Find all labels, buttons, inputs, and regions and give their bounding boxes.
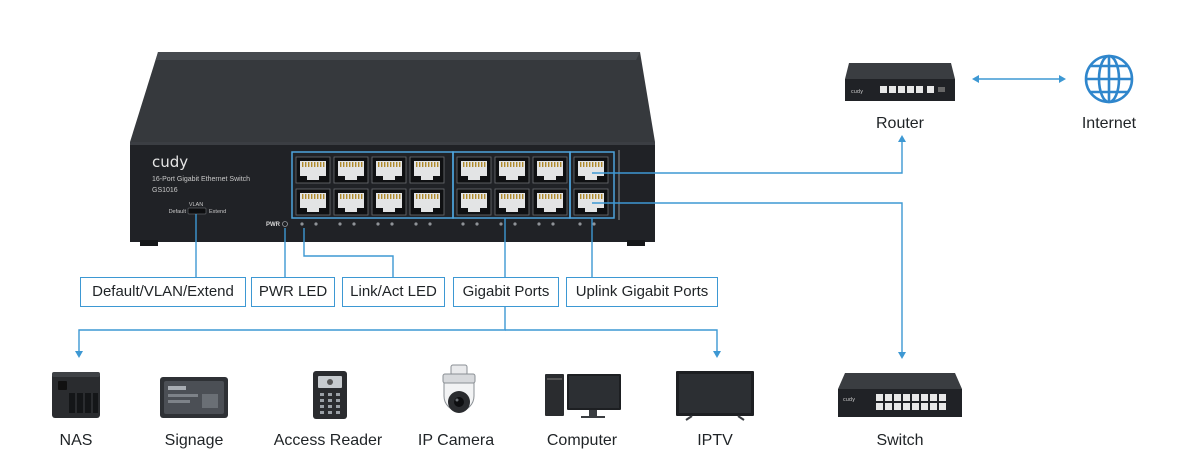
rj45-port[interactable] — [295, 156, 331, 184]
model-description: 16-Port Gigabit Ethernet Switch — [152, 176, 250, 183]
switch-icon: cudy — [838, 373, 962, 417]
callout-uplink-gigabit-ports: Uplink Gigabit Ports — [566, 277, 718, 307]
vlan-label: VLAN — [189, 202, 203, 208]
pwr-led — [282, 221, 288, 227]
pwr-text: PWR — [266, 222, 281, 228]
signage-icon — [160, 377, 228, 418]
switch-port — [939, 394, 946, 401]
callout-pwr-led: PWR LED — [251, 277, 335, 307]
rj45-port[interactable] — [333, 156, 369, 184]
switch-port — [894, 403, 901, 410]
rj45-port[interactable] — [532, 156, 568, 184]
rj45-port[interactable] — [573, 188, 609, 216]
rj45-port[interactable] — [371, 188, 407, 216]
switch-port — [939, 403, 946, 410]
svg-text:cudy: cudy — [851, 89, 863, 95]
link-act-led — [551, 222, 555, 226]
switch-port — [894, 394, 901, 401]
switch-port — [903, 394, 910, 401]
rj45-port[interactable] — [456, 188, 492, 216]
computer-icon — [545, 374, 621, 418]
link-act-led — [461, 222, 465, 226]
device-label-access-reader: Access Reader — [273, 432, 383, 449]
link-act-led — [513, 222, 517, 226]
model-number: GS1016 — [152, 187, 178, 194]
switch-port — [912, 403, 919, 410]
switch-port — [885, 403, 892, 410]
switch-port — [885, 394, 892, 401]
callout-mode-switch: Default/VLAN/Extend — [80, 277, 246, 307]
link-act-led — [499, 222, 503, 226]
nas-icon — [52, 372, 100, 418]
rj45-port[interactable] — [532, 188, 568, 216]
brand-logo: cudy — [152, 153, 188, 171]
router-icon: cudy — [845, 63, 955, 101]
switch-port — [930, 394, 937, 401]
device-label-ip-camera: IP Camera — [417, 432, 495, 449]
rj45-port[interactable] — [456, 156, 492, 184]
rj45-port[interactable] — [409, 156, 445, 184]
link-act-led — [475, 222, 479, 226]
switch-port — [903, 403, 910, 410]
access-reader-icon — [313, 371, 347, 419]
main-switch: cudy 16-Port Gigabit Ethernet Switch GS1… — [130, 52, 655, 246]
link-act-led — [592, 222, 596, 226]
ip-camera-icon — [442, 364, 476, 413]
rj45-port[interactable] — [494, 188, 530, 216]
rj45-port[interactable] — [371, 156, 407, 184]
link-act-led — [578, 222, 582, 226]
switch-label: Switch — [876, 432, 924, 449]
link-act-led — [314, 222, 318, 226]
default-label: Default — [169, 209, 187, 215]
link-act-led — [537, 222, 541, 226]
callout-link-act-led: Link/Act LED — [342, 277, 445, 307]
switch-port — [876, 403, 883, 410]
link-act-led — [390, 222, 394, 226]
extend-label: Extend — [209, 209, 226, 215]
switch-port — [876, 394, 883, 401]
device-label-computer: Computer — [546, 432, 618, 449]
iptv-icon — [676, 371, 754, 421]
svg-text:cudy: cudy — [843, 397, 855, 403]
device-label-iptv: IPTV — [697, 432, 733, 449]
switch-port — [921, 394, 928, 401]
mode-switch[interactable] — [187, 207, 207, 215]
link-act-led — [300, 222, 304, 226]
link-act-led — [376, 222, 380, 226]
device-label-signage: Signage — [164, 432, 224, 449]
internet-globe-icon — [1084, 54, 1134, 104]
switch-port — [930, 403, 937, 410]
rj45-port[interactable] — [573, 156, 609, 184]
link-act-led — [414, 222, 418, 226]
link-act-led — [428, 222, 432, 226]
connector-lines — [78, 78, 1063, 357]
device-label-nas: NAS — [59, 432, 93, 449]
rj45-port[interactable] — [295, 188, 331, 216]
internet-label: Internet — [1081, 115, 1137, 132]
rj45-port[interactable] — [333, 188, 369, 216]
switch-port — [921, 403, 928, 410]
callout-gigabit-ports: Gigabit Ports — [453, 277, 559, 307]
link-act-led — [338, 222, 342, 226]
switch-port — [912, 394, 919, 401]
rj45-port[interactable] — [494, 156, 530, 184]
link-act-led — [352, 222, 356, 226]
router-label: Router — [875, 115, 925, 132]
rj45-port[interactable] — [409, 188, 445, 216]
